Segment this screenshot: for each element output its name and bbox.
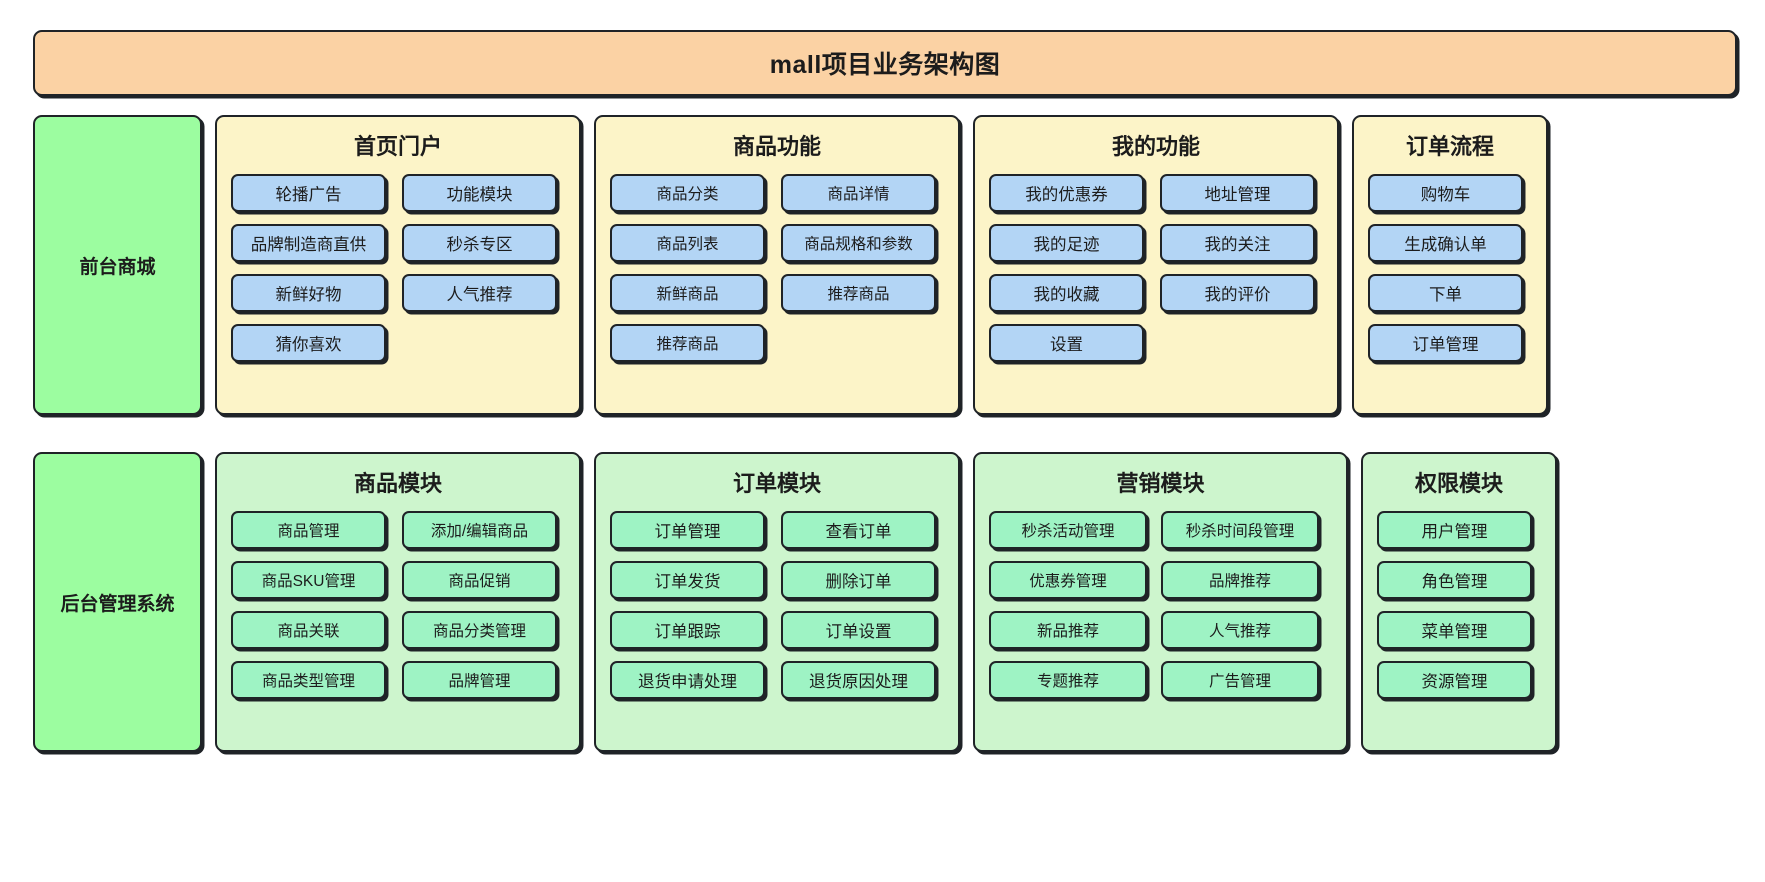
item-chip[interactable]: 我的关注 — [1160, 224, 1315, 262]
item-chip[interactable]: 商品详情 — [781, 174, 936, 212]
item-chip[interactable]: 新品推荐 — [989, 611, 1147, 649]
item-chip[interactable]: 资源管理 — [1377, 661, 1532, 699]
item-chip[interactable]: 订单设置 — [781, 611, 936, 649]
item-chip[interactable]: 我的评价 — [1160, 274, 1315, 312]
panel-items: 商品管理 添加/编辑商品 商品SKU管理 商品促销 商品关联 商品分类管理 商品… — [231, 511, 565, 699]
panel-title: 商品功能 — [732, 134, 821, 159]
item-chip[interactable]: 我的优惠券 — [989, 174, 1144, 212]
item-chip[interactable]: 订单管理 — [1368, 324, 1523, 362]
item-chip[interactable]: 购物车 — [1368, 174, 1523, 212]
item-chip[interactable]: 生成确认单 — [1368, 224, 1523, 262]
item-chip[interactable]: 商品促销 — [402, 561, 557, 599]
panel-items: 我的优惠券 地址管理 我的足迹 我的关注 我的收藏 我的评价 设置 — [989, 174, 1323, 362]
item-chip[interactable]: 人气推荐 — [402, 274, 557, 312]
panel-title: 订单流程 — [1405, 134, 1494, 159]
item-chip[interactable]: 订单跟踪 — [610, 611, 765, 649]
item-chip[interactable]: 添加/编辑商品 — [402, 511, 557, 549]
item-chip[interactable]: 优惠券管理 — [989, 561, 1147, 599]
item-chip[interactable]: 用户管理 — [1377, 511, 1532, 549]
item-chip[interactable]: 商品规格和参数 — [781, 224, 936, 262]
panel-items: 商品分类 商品详情 商品列表 商品规格和参数 新鲜商品 推荐商品 推荐商品 — [610, 174, 944, 362]
panel-items: 购物车 生成确认单 下单 订单管理 — [1368, 174, 1532, 362]
item-chip[interactable]: 商品类型管理 — [231, 661, 386, 699]
panel-my-features: 我的功能 我的优惠券 地址管理 我的足迹 我的关注 我的收藏 我的评价 设置 — [973, 115, 1339, 415]
item-chip[interactable]: 秒杀时间段管理 — [1161, 511, 1319, 549]
item-chip[interactable]: 品牌管理 — [402, 661, 557, 699]
panel-title: 商品模块 — [353, 471, 442, 496]
item-chip[interactable]: 商品分类管理 — [402, 611, 557, 649]
item-chip[interactable]: 菜单管理 — [1377, 611, 1532, 649]
item-chip[interactable]: 订单管理 — [610, 511, 765, 549]
item-chip[interactable]: 角色管理 — [1377, 561, 1532, 599]
item-chip[interactable]: 下单 — [1368, 274, 1523, 312]
item-chip[interactable]: 推荐商品 — [781, 274, 936, 312]
panel-title: 首页门户 — [353, 134, 442, 159]
item-chip[interactable]: 广告管理 — [1161, 661, 1319, 699]
panel-home-portal: 首页门户 轮播广告 功能模块 品牌制造商直供 秒杀专区 新鲜好物 人气推荐 猜你… — [215, 115, 581, 415]
panel-items: 订单管理 查看订单 订单发货 删除订单 订单跟踪 订单设置 退货申请处理 退货原… — [610, 511, 944, 699]
panel-marketing-module: 营销模块 秒杀活动管理 秒杀时间段管理 优惠券管理 品牌推荐 新品推荐 人气推荐… — [973, 452, 1348, 752]
item-chip[interactable]: 功能模块 — [402, 174, 557, 212]
item-chip[interactable]: 推荐商品 — [610, 324, 765, 362]
item-chip[interactable]: 商品分类 — [610, 174, 765, 212]
panel-items: 用户管理 角色管理 菜单管理 资源管理 — [1377, 511, 1541, 699]
item-chip[interactable]: 轮播广告 — [231, 174, 386, 212]
page-title: mall项目业务架构图 — [769, 51, 1001, 79]
item-chip[interactable]: 品牌制造商直供 — [231, 224, 386, 262]
side-label-text: 前台商城 — [79, 256, 156, 278]
item-chip[interactable]: 商品SKU管理 — [231, 561, 386, 599]
panel-title: 权限模块 — [1414, 471, 1503, 496]
side-label-text: 后台管理系统 — [60, 593, 175, 615]
side-label-frontend: 前台商城 — [33, 115, 202, 415]
item-chip[interactable]: 我的足迹 — [989, 224, 1144, 262]
item-chip[interactable]: 退货申请处理 — [610, 661, 765, 699]
item-chip[interactable]: 人气推荐 — [1161, 611, 1319, 649]
item-chip[interactable]: 品牌推荐 — [1161, 561, 1319, 599]
item-chip[interactable]: 查看订单 — [781, 511, 936, 549]
panel-order-module: 订单模块 订单管理 查看订单 订单发货 删除订单 订单跟踪 订单设置 退货申请处… — [594, 452, 960, 752]
panel-items: 秒杀活动管理 秒杀时间段管理 优惠券管理 品牌推荐 新品推荐 人气推荐 专题推荐… — [989, 511, 1332, 699]
item-chip[interactable]: 删除订单 — [781, 561, 936, 599]
item-chip[interactable]: 设置 — [989, 324, 1144, 362]
panel-permission-module: 权限模块 用户管理 角色管理 菜单管理 资源管理 — [1361, 452, 1557, 752]
panel-title: 营销模块 — [1116, 471, 1205, 496]
panel-title: 订单模块 — [732, 471, 821, 496]
item-chip[interactable]: 订单发货 — [610, 561, 765, 599]
item-chip[interactable]: 商品关联 — [231, 611, 386, 649]
item-chip[interactable]: 商品管理 — [231, 511, 386, 549]
panel-product-module: 商品模块 商品管理 添加/编辑商品 商品SKU管理 商品促销 商品关联 商品分类… — [215, 452, 581, 752]
diagram-title-banner: mall项目业务架构图 — [33, 30, 1737, 96]
item-chip[interactable]: 新鲜商品 — [610, 274, 765, 312]
item-chip[interactable]: 地址管理 — [1160, 174, 1315, 212]
side-label-backend: 后台管理系统 — [33, 452, 202, 752]
row-backend: 后台管理系统 商品模块 商品管理 添加/编辑商品 商品SKU管理 商品促销 商品… — [33, 452, 1733, 752]
panel-product-features: 商品功能 商品分类 商品详情 商品列表 商品规格和参数 新鲜商品 推荐商品 推荐… — [594, 115, 960, 415]
item-chip[interactable]: 秒杀活动管理 — [989, 511, 1147, 549]
item-chip[interactable]: 秒杀专区 — [402, 224, 557, 262]
item-chip[interactable]: 退货原因处理 — [781, 661, 936, 699]
item-chip[interactable]: 商品列表 — [610, 224, 765, 262]
panel-title: 我的功能 — [1111, 134, 1200, 159]
panel-order-flow: 订单流程 购物车 生成确认单 下单 订单管理 — [1352, 115, 1548, 415]
item-chip[interactable]: 专题推荐 — [989, 661, 1147, 699]
panel-items: 轮播广告 功能模块 品牌制造商直供 秒杀专区 新鲜好物 人气推荐 猜你喜欢 — [231, 174, 565, 362]
item-chip[interactable]: 猜你喜欢 — [231, 324, 386, 362]
row-frontend: 前台商城 首页门户 轮播广告 功能模块 品牌制造商直供 秒杀专区 新鲜好物 人气… — [33, 115, 1733, 415]
item-chip[interactable]: 我的收藏 — [989, 274, 1144, 312]
item-chip[interactable]: 新鲜好物 — [231, 274, 386, 312]
